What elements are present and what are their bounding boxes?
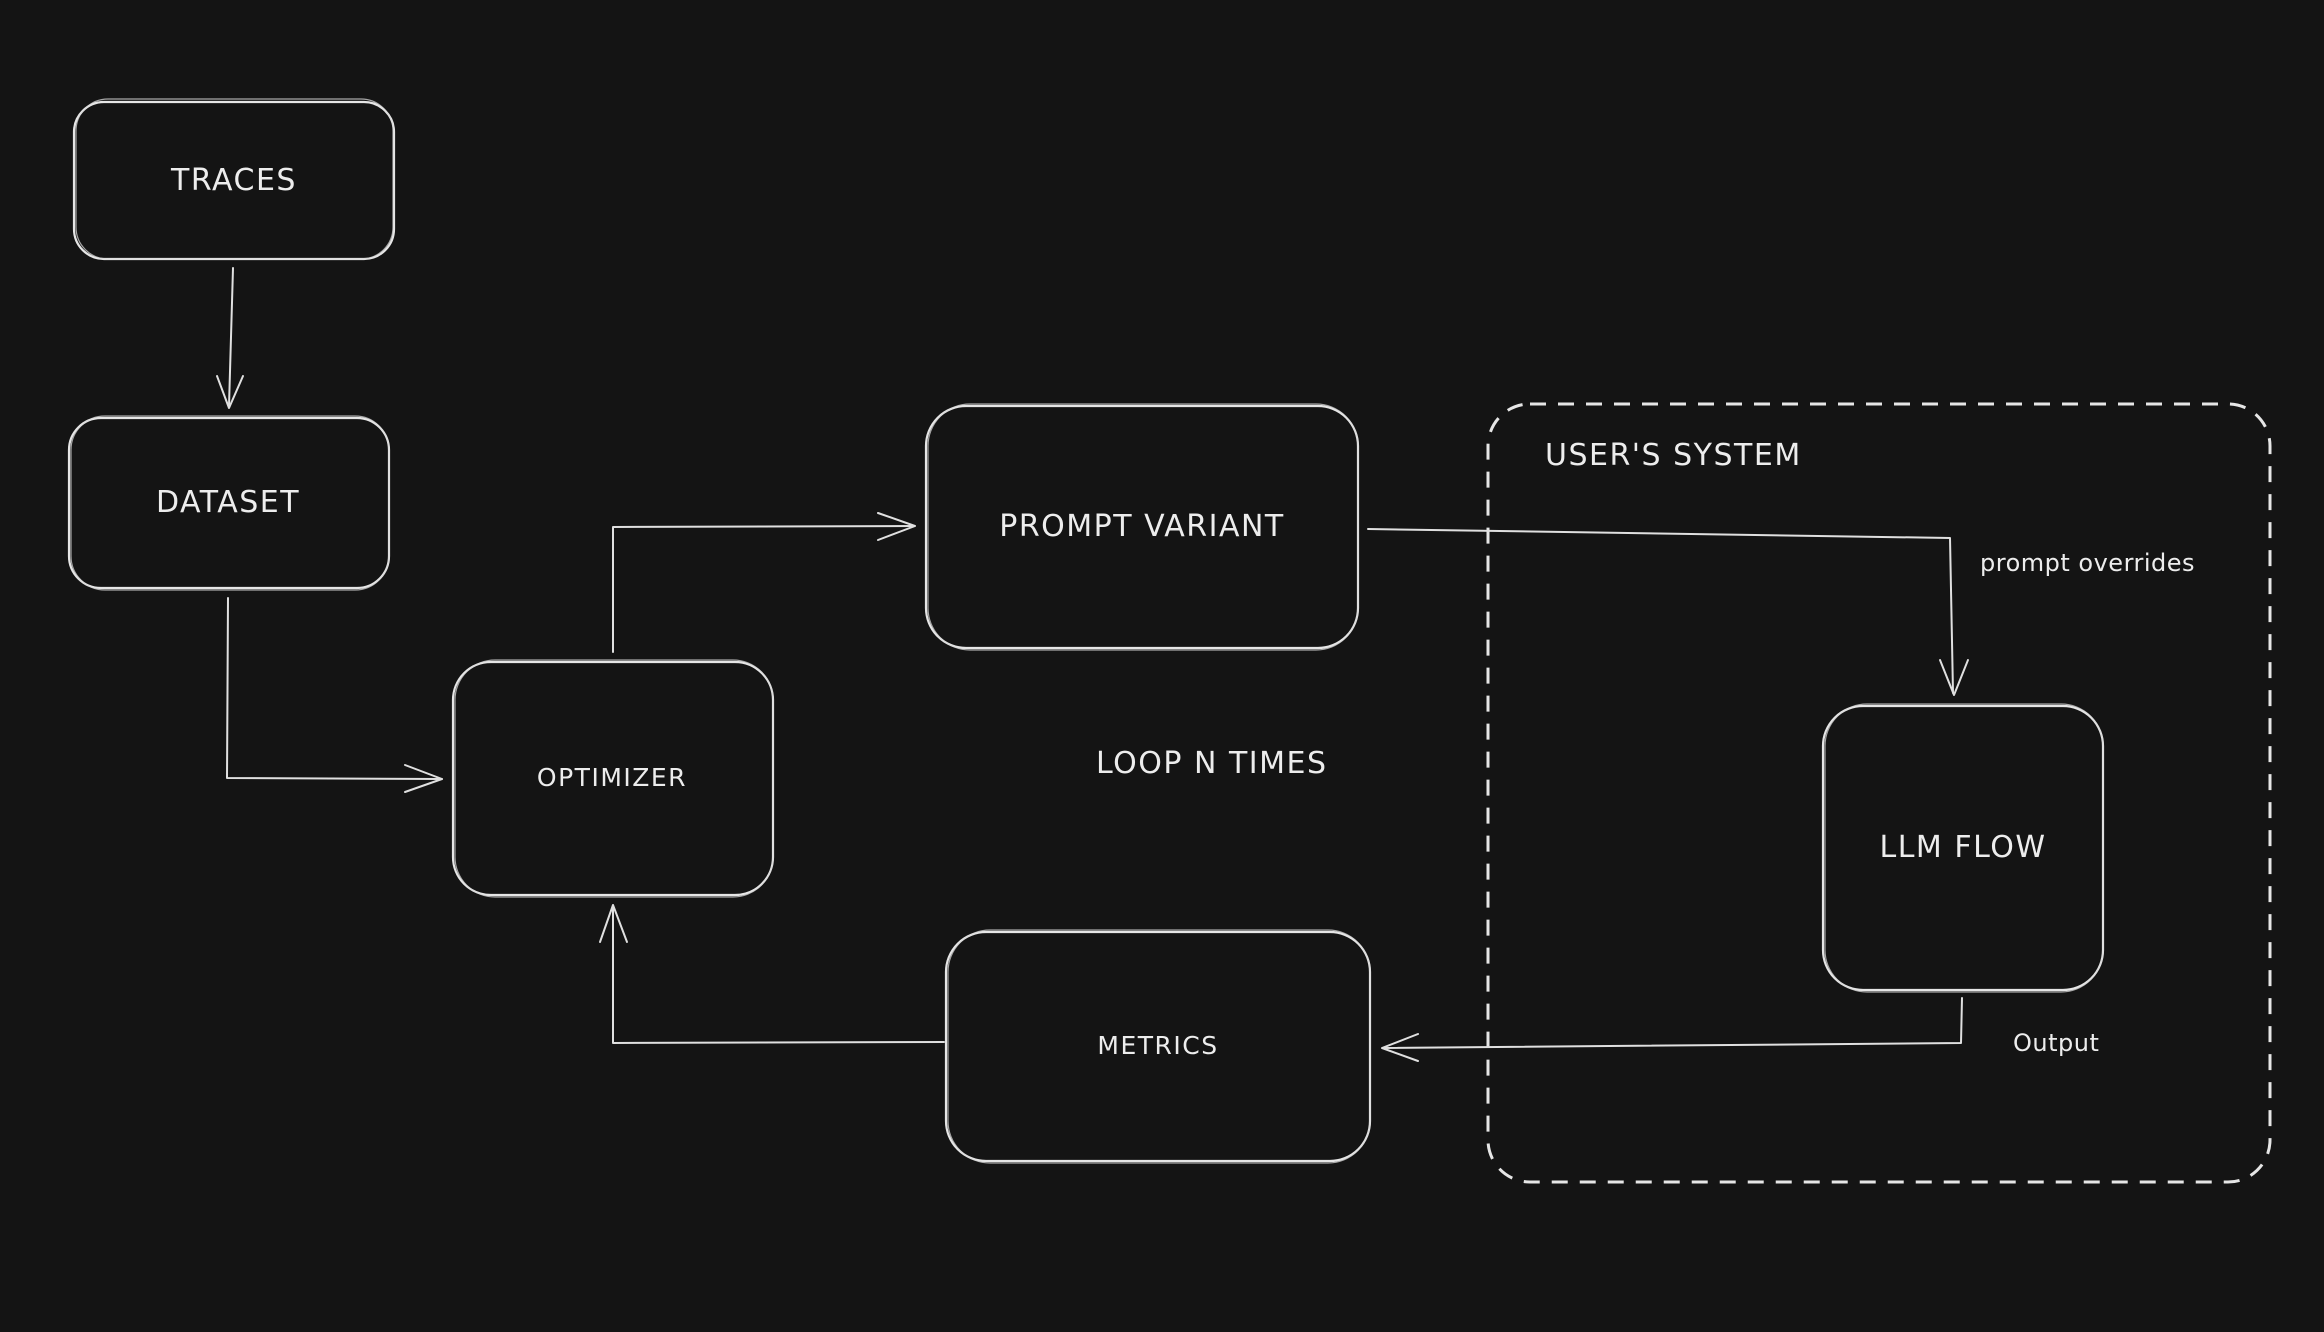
loop-annotation: LOOP N TIMES [1096, 746, 1328, 781]
node-dataset-label: DATASET [156, 485, 300, 520]
arrowhead-dataset [216, 375, 244, 409]
node-metrics-label: METRICS [1097, 1031, 1218, 1060]
arrowhead-metrics [1381, 1033, 1419, 1062]
edge-metrics-to-optimizer [612, 905, 945, 1044]
edge-label-prompt-overrides: prompt overrides [1980, 549, 2195, 577]
edge-optimizer-to-prompt-variant [612, 525, 915, 653]
node-prompt-variant-label: PROMPT VARIANT [999, 509, 1285, 544]
node-dataset[interactable]: DATASET [67, 415, 391, 591]
users-system-boundary [1486, 402, 2272, 1184]
arrowhead-optimizer-bottom [599, 904, 628, 943]
node-traces-label: TRACES [170, 163, 297, 198]
edge-traces-to-dataset [228, 267, 234, 407]
edge-dataset-to-optimizer [226, 597, 443, 780]
users-system-title: USER'S SYSTEM [1545, 438, 1802, 473]
edge-llm-flow-to-metrics [1382, 997, 1963, 1049]
node-llm-flow-label: LLM FLOW [1879, 830, 2046, 865]
edge-label-output: Output [2013, 1029, 2099, 1057]
node-traces[interactable]: TRACES [72, 98, 396, 261]
node-llm-flow[interactable]: LLM FLOW [1821, 703, 2105, 993]
arrowhead-llm-flow [1939, 659, 1969, 696]
node-metrics[interactable]: METRICS [944, 929, 1372, 1164]
edge-prompt-variant-to-llm-flow [1367, 528, 1954, 694]
arrowhead-optimizer-left [404, 764, 443, 793]
node-optimizer-label: OPTIMIZER [537, 763, 687, 792]
node-optimizer[interactable]: OPTIMIZER [451, 659, 775, 898]
arrowhead-prompt-variant [877, 512, 916, 541]
node-prompt-variant[interactable]: PROMPT VARIANT [924, 403, 1360, 651]
users-system-group[interactable]: USER'S SYSTEM [1486, 402, 2272, 1184]
edges [216, 267, 1969, 1062]
